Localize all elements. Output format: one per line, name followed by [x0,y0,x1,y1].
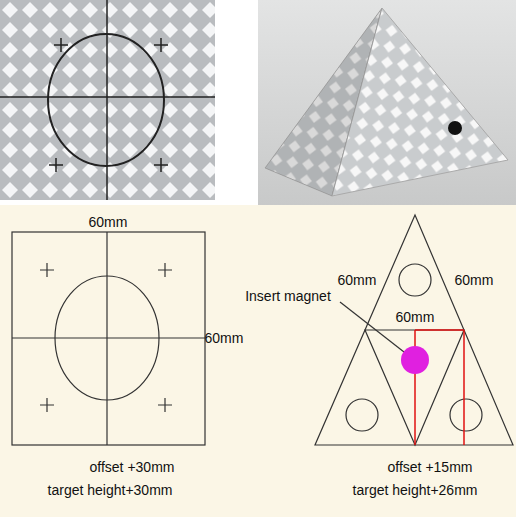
dimension-label: 60mm [338,272,377,288]
square-target-drawing [12,232,205,445]
triangle-target-drawing [315,215,513,445]
offset-note: offset +15mm [388,459,473,475]
part-label: Insert magnet [245,288,331,304]
offset-note: offset +30mm [90,459,175,475]
dimension-label: 60mm [205,330,244,346]
pyramid-photo [258,0,516,205]
magnet-dot [401,346,429,374]
sheet-photo [0,0,215,200]
height-note: target height+26mm [353,482,478,498]
dimension-label: 60mm [396,309,435,325]
panel-ground [0,205,516,517]
dimension-label: 60mm [89,214,128,230]
height-note: target height+30mm [48,482,173,498]
dimension-label: 60mm [455,272,494,288]
red-dimension-lines [415,330,464,445]
